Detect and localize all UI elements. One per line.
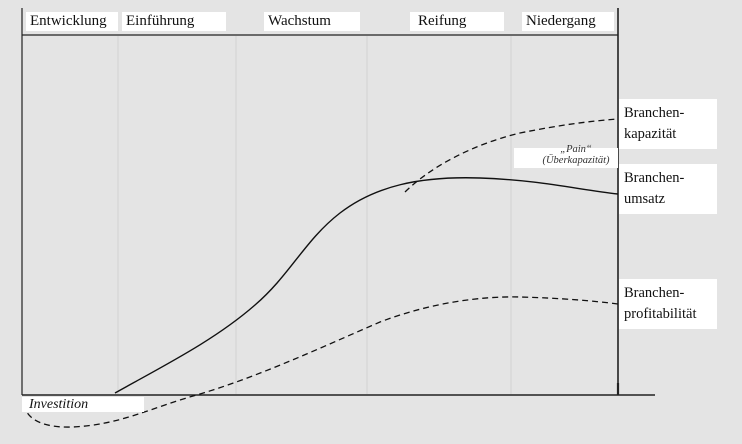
capacity-curve [404, 118, 619, 193]
phase-label-decline: Niedergang [522, 12, 614, 31]
phase-label-introduction: Einführung [122, 12, 226, 31]
capacity-label: Branchen- kapazität [619, 99, 717, 149]
phase-label-growth: Wachstum [264, 12, 360, 31]
capacity-label-line-2: kapazität [624, 126, 677, 142]
profitability-label-line-2: profitabilität [624, 306, 697, 322]
overcapacity-annotation: „Pain“ (Überkapazität) [528, 144, 624, 166]
sales-curve [114, 177, 619, 394]
sales-label: Branchen- umsatz [619, 164, 717, 214]
investment-label: Investition [22, 397, 144, 412]
profitability-label-line-1: Branchen- [624, 285, 685, 301]
phase-label-maturity: Reifung [410, 12, 504, 31]
profitability-label: Branchen- profitabilität [619, 279, 717, 329]
capacity-label-line-1: Branchen- [624, 105, 685, 121]
annotation-pain: „Pain“ [560, 144, 592, 155]
phase-label-development: Entwicklung [26, 12, 118, 31]
sales-label-line-2: umsatz [624, 191, 666, 207]
sales-label-line-1: Branchen- [624, 170, 685, 186]
annotation-overcapacity: (Überkapazität) [542, 155, 610, 166]
overcapacity-annotation-box [514, 148, 618, 168]
profitability-curve [23, 296, 619, 428]
